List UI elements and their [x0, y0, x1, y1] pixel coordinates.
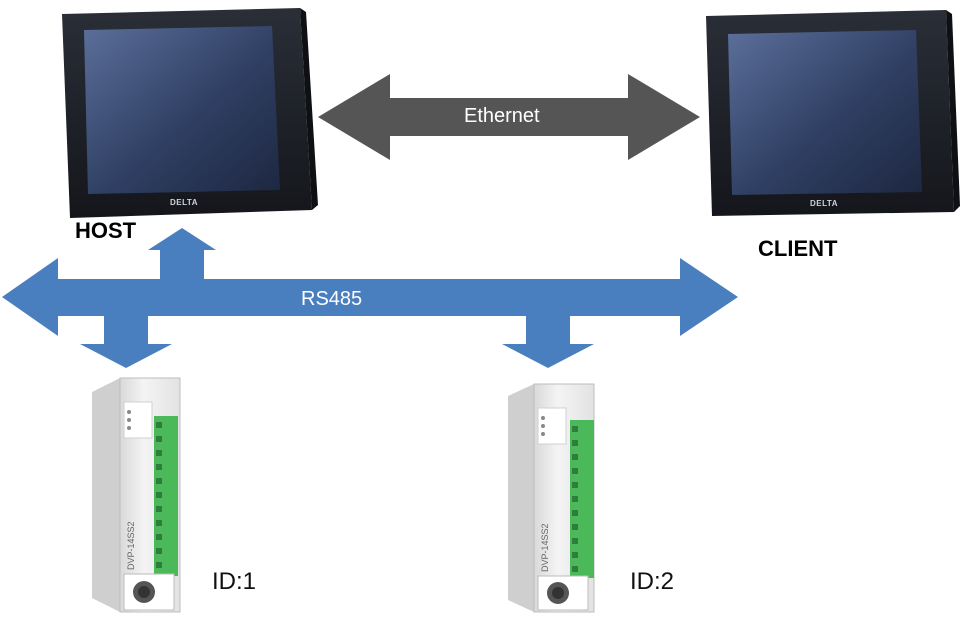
host-hmi-monitor	[62, 8, 318, 218]
plc-1-id-label: ID:1	[212, 568, 257, 595]
plc-1-model-label: DVP-14SS2	[126, 521, 136, 570]
plc-2-id-label: ID:2	[630, 568, 675, 595]
rs485-bus-arrow	[2, 228, 738, 368]
plc-device-2	[508, 383, 595, 613]
plc-2-model-label: DVP-14SS2	[540, 523, 550, 572]
client-hmi-monitor	[706, 10, 960, 216]
host-label: HOST	[75, 218, 137, 243]
plc-device-1	[92, 377, 181, 613]
host-screen	[84, 26, 280, 194]
ethernet-label: Ethernet	[464, 105, 540, 127]
host-brand-logo: DELTA	[170, 198, 198, 207]
rs485-label: RS485	[301, 288, 363, 310]
client-brand-logo: DELTA	[810, 199, 838, 208]
client-screen	[728, 30, 922, 195]
client-label: CLIENT	[758, 236, 838, 261]
ethernet-arrow	[318, 74, 700, 160]
